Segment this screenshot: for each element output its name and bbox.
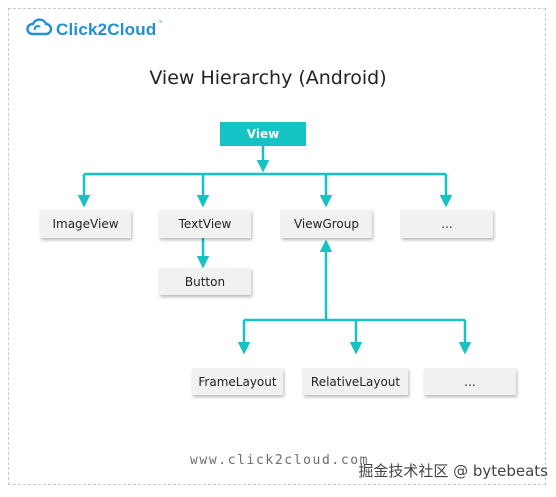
diagram-frame: [8, 8, 546, 485]
node-imageview: ImageView: [40, 210, 131, 238]
diagram-title: View Hierarchy (Android): [149, 67, 387, 89]
node-viewgroup: ViewGroup: [281, 210, 372, 238]
watermark-text: 掘金技术社区 @ bytebeats: [358, 462, 548, 480]
node-more-1: ...: [401, 210, 493, 238]
node-relativelayout: RelativeLayout: [303, 368, 408, 395]
node-more-2: ...: [424, 368, 516, 395]
node-textview: TextView: [159, 210, 251, 238]
node-button: Button: [159, 268, 251, 295]
brand-logo: Click2Cloud ™: [26, 18, 162, 41]
cloud-icon: [26, 18, 53, 41]
footer-url: www.click2cloud.com: [190, 453, 370, 468]
brand-name: Click2Cloud: [56, 19, 157, 39]
node-view: View: [220, 122, 306, 146]
brand-trademark: ™: [157, 19, 163, 26]
node-framelayout: FrameLayout: [192, 368, 283, 395]
